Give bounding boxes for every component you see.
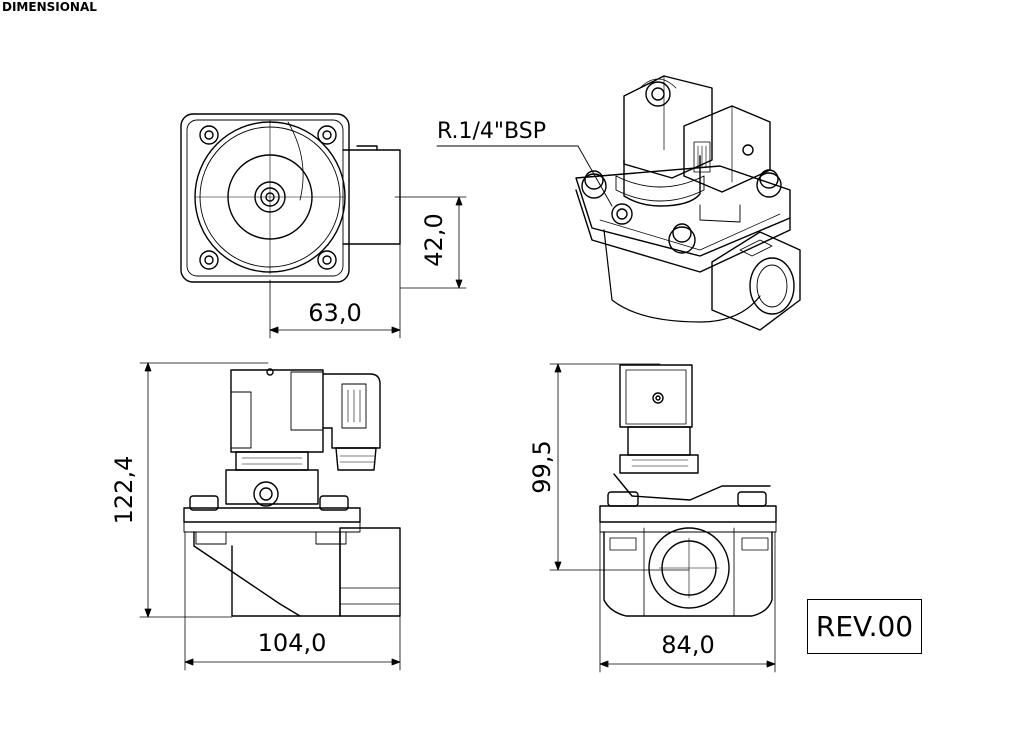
dim-side-width: 104,0	[258, 629, 327, 657]
dim-front-width: 84,0	[661, 631, 714, 659]
drawing-title: DIMENSIONAL	[2, 0, 97, 14]
thread-callout: R.1/4"BSP	[437, 119, 546, 144]
dim-side-height: 122,4	[110, 456, 138, 525]
front-view	[599, 364, 777, 617]
dim-top-width: 63,0	[308, 299, 361, 327]
isometric-view: R.1/4"BSP	[436, 75, 801, 331]
revision-label: REV.00	[815, 610, 914, 643]
front-dimension-lines	[549, 363, 776, 673]
side-dimension-lines	[139, 362, 401, 671]
side-view	[183, 368, 401, 617]
dim-front-height: 99,5	[528, 440, 556, 493]
dim-top-height: 42,0	[420, 213, 448, 266]
revision-box: REV.00	[807, 599, 922, 654]
top-dimension-lines	[269, 196, 467, 339]
top-view	[180, 113, 401, 283]
